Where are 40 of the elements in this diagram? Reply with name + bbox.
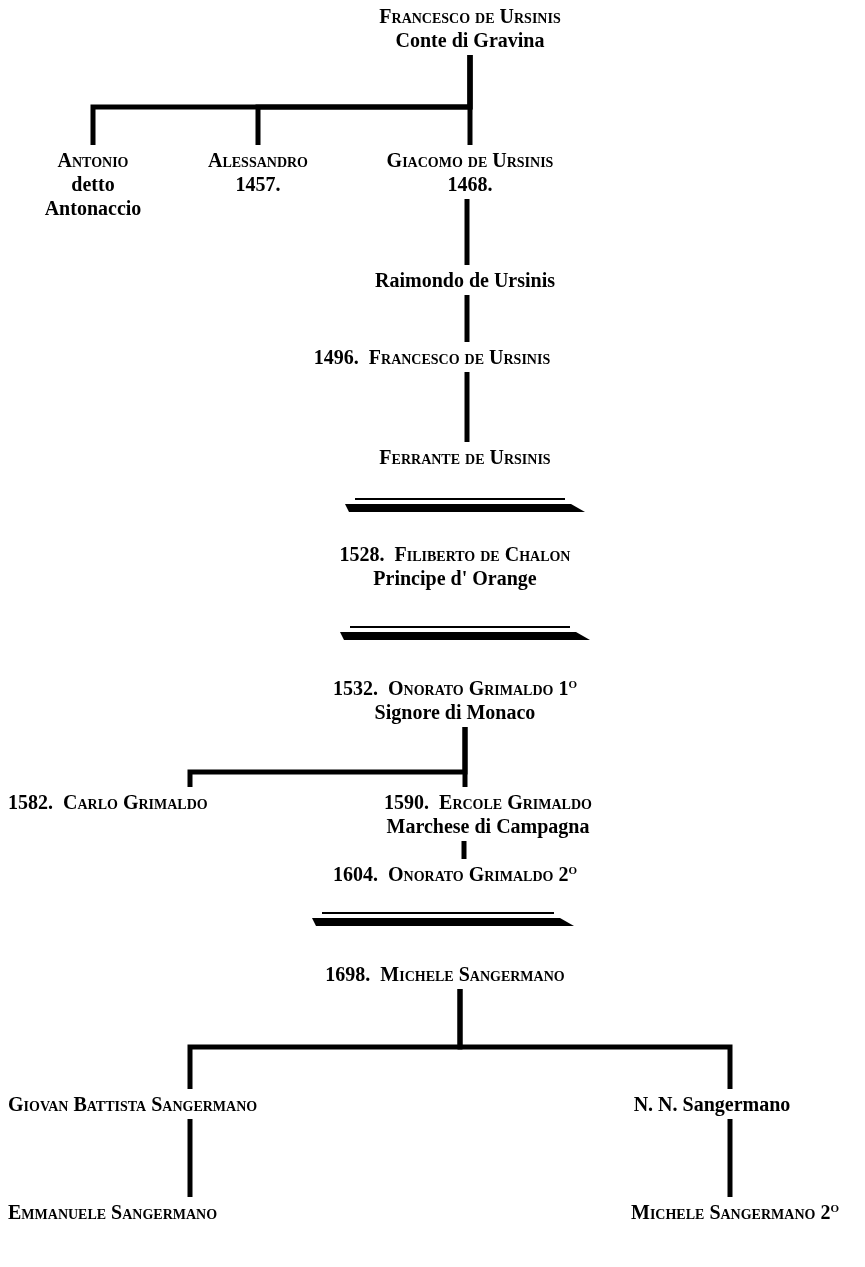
description-text: detto Antonaccio — [43, 172, 143, 220]
lineage-line — [464, 295, 470, 342]
lineage-line — [461, 841, 467, 859]
lineage-line — [467, 55, 473, 145]
name-text: Onorato Grimaldo 1$^{o}$ — [387, 676, 578, 700]
description-text: 1590. — [384, 790, 430, 814]
description-text: 1698. — [325, 962, 371, 986]
name-text: Michele Sangermano 2$^{o}$ — [631, 1200, 839, 1224]
description-text: Conte di Gravina — [395, 28, 545, 52]
name-text: Francesco de Ursinis — [368, 345, 551, 369]
name-text: Filiberto de Chalon — [394, 542, 571, 566]
description-text: N. N. Sangermano — [633, 1092, 791, 1116]
name-text: Antonio — [57, 148, 129, 172]
lineage-line — [464, 199, 470, 265]
lineage-line — [727, 1119, 733, 1197]
lineage-line — [457, 989, 733, 1089]
description-text: 1528. — [339, 542, 385, 566]
lineage-line — [462, 727, 468, 787]
name-text: Francesco de Ursinis — [379, 4, 561, 28]
description-text: 1496. — [313, 345, 359, 369]
description-text: Signore di Monaco — [374, 700, 536, 724]
name-text: Emmanuele Sangermano — [8, 1200, 218, 1224]
description-text: 1532. — [332, 676, 378, 700]
lineage-line — [187, 1119, 193, 1197]
name-text: Ferrante de Ursinis — [379, 445, 551, 469]
description-text: Raimondo de Ursinis — [375, 268, 555, 292]
name-text: Alessandro — [208, 148, 308, 172]
name-text: Giovan Battista Sangermano — [8, 1092, 258, 1116]
name-text: Carlo Grimaldo — [63, 790, 208, 814]
description-text: Principe d' Orange — [373, 566, 537, 590]
name-text: Onorato Grimaldo 2$^{o}$ — [387, 862, 578, 886]
description-text: Marchese di Campagna — [386, 814, 590, 838]
description-text: 1604. — [332, 862, 378, 886]
description-text: 1468. — [447, 172, 493, 196]
description-text: 1457. — [235, 172, 281, 196]
description-text: 1582. — [8, 790, 53, 814]
name-text: Giacomo de Ursinis — [386, 148, 554, 172]
name-text: Michele Sangermano — [380, 962, 565, 986]
name-text: Ercole Grimaldo — [439, 790, 592, 814]
lineage-line — [464, 372, 470, 442]
